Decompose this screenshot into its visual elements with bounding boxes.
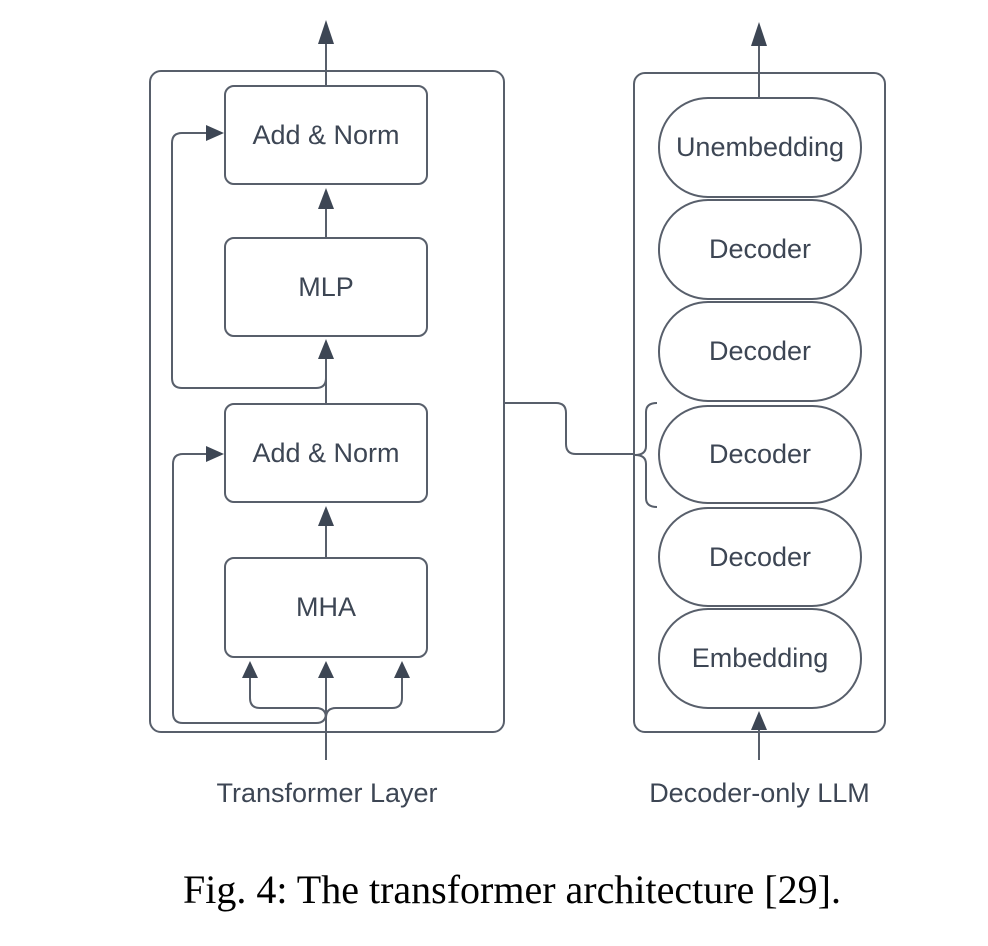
node-decoder-1: Decoder (658, 199, 862, 300)
panel-label-transformer-layer: Transformer Layer (216, 778, 438, 808)
node-decoder-4-label: Decoder (708, 541, 812, 572)
panel-connector (505, 402, 634, 455)
node-embedding-label: Embedding (691, 643, 829, 673)
node-embedding: Embedding (658, 608, 862, 709)
transformer-layer-panel (149, 70, 505, 733)
node-mha-label: MHA (296, 592, 356, 622)
node-decoder-4: Decoder (658, 507, 862, 607)
node-mlp-label: MLP (298, 271, 354, 302)
node-decoder-3-label: Decoder (708, 439, 812, 469)
panel-label-decoder-llm: Decoder-only LLM (649, 778, 870, 808)
node-add-norm-bottom-label: Add & Norm (252, 437, 400, 468)
node-decoder-1-label: Decoder (708, 234, 812, 264)
node-add-norm-top-label: Add & Norm (252, 119, 400, 150)
node-decoder-2: Decoder (658, 301, 862, 402)
node-decoder-2-label: Decoder (708, 336, 812, 366)
node-mha: MHA (224, 557, 428, 658)
node-add-norm-bottom: Add & Norm (224, 403, 428, 503)
node-mlp: MLP (224, 237, 428, 337)
node-decoder-3: Decoder (658, 405, 862, 504)
node-unembedding-label: Unembedding (675, 132, 845, 162)
node-add-norm-top: Add & Norm (224, 85, 428, 185)
node-unembedding: Unembedding (658, 97, 862, 198)
figure-caption: Fig. 4: The transformer architecture [29… (183, 867, 841, 912)
